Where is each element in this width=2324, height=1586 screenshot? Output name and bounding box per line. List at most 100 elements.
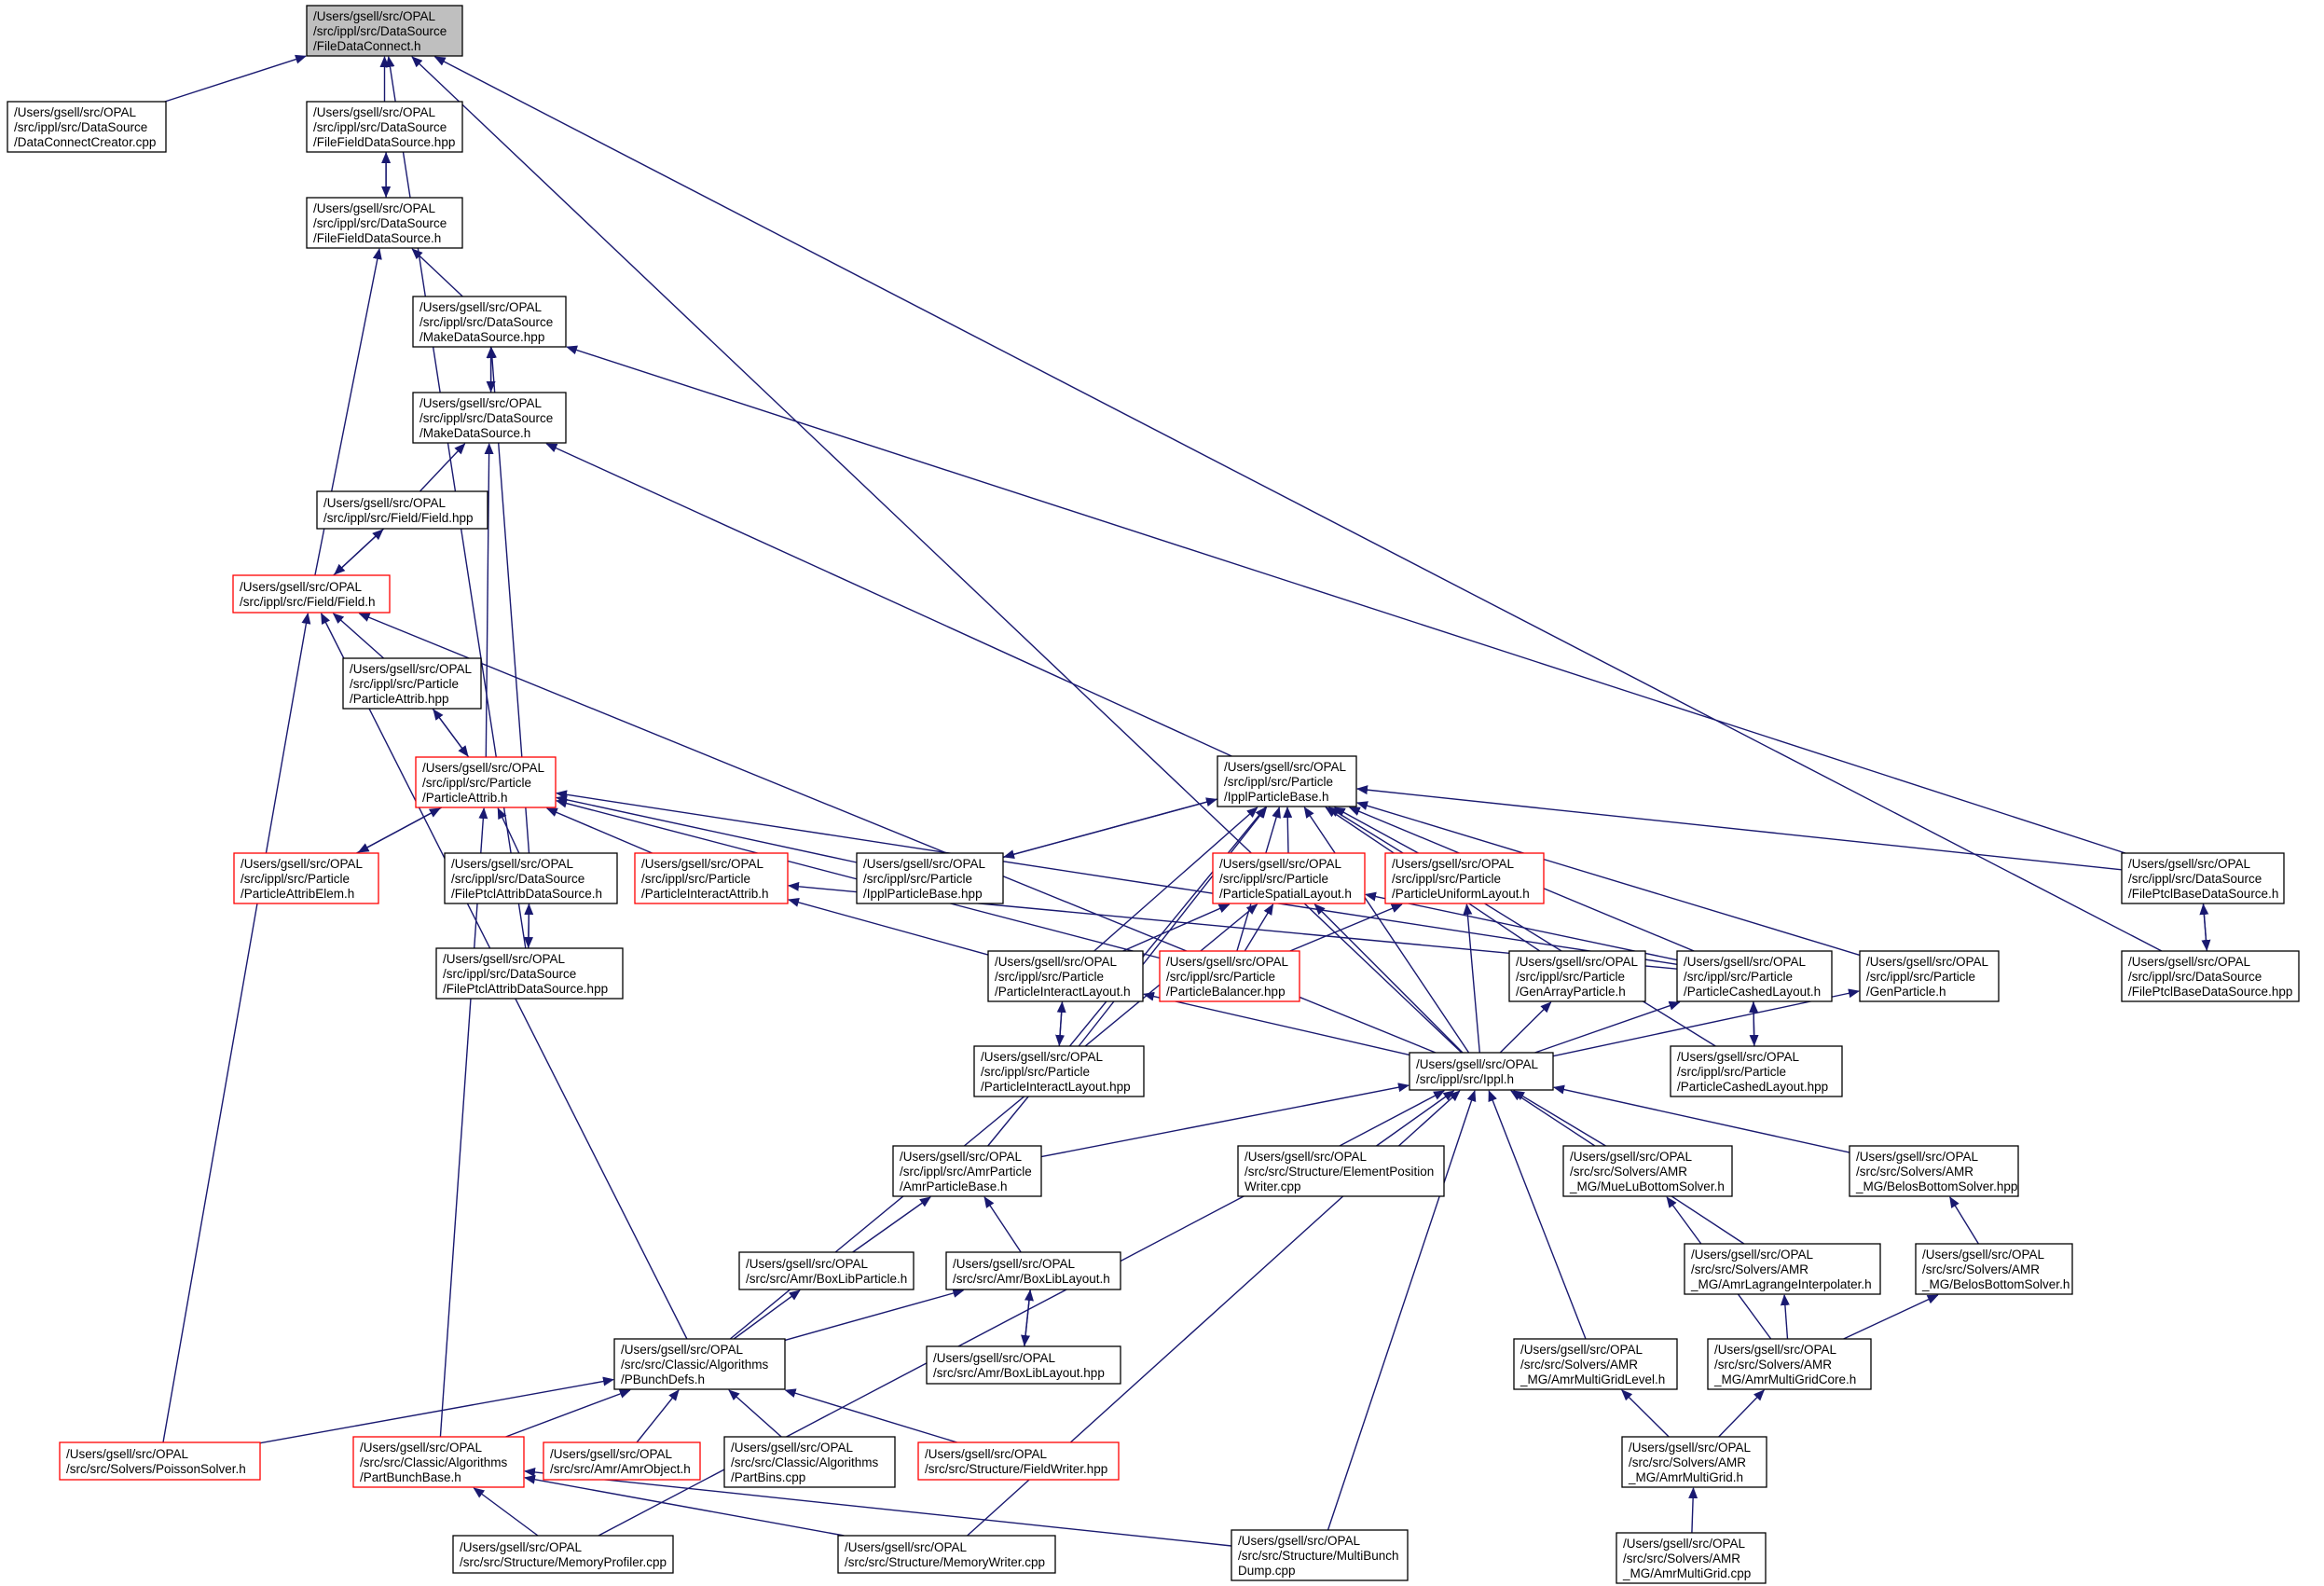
node-label-line: /Users/gsell/src/OPAL (241, 857, 364, 871)
node-label-line: /Users/gsell/src/OPAL (621, 1343, 744, 1357)
node-memory-profiler-cpp[interactable]: /Users/gsell/src/OPAL/src/src/Structure/… (452, 1535, 674, 1574)
edge-data-connect-creator-cpp-to-file-data-connect-h (164, 54, 307, 103)
node-particle-cashed-layout-hpp[interactable]: /Users/gsell/src/OPAL/src/ippl/src/Parti… (1670, 1045, 1843, 1097)
node-amr-object-h[interactable]: /Users/gsell/src/OPAL/src/src/Amr/AmrObj… (543, 1441, 701, 1481)
node-box-lib-layout-h[interactable]: /Users/gsell/src/OPAL/src/src/Amr/BoxLib… (945, 1251, 1121, 1290)
node-label-line: /Users/gsell/src/OPAL (1623, 1537, 1746, 1551)
node-field-writer-hpp[interactable]: /Users/gsell/src/OPAL/src/src/Structure/… (917, 1441, 1120, 1481)
node-multi-bunch-dump-cpp[interactable]: /Users/gsell/src/OPAL/src/src/Structure/… (1231, 1529, 1409, 1581)
node-label-line: /ParticleCashedLayout.h (1684, 985, 1821, 999)
node-ippl-h[interactable]: /Users/gsell/src/OPAL/src/ippl/src/Ippl.… (1409, 1052, 1554, 1091)
node-data-connect-creator-cpp[interactable]: /Users/gsell/src/OPAL/src/ippl/src/DataS… (7, 101, 167, 153)
node-box (613, 1338, 786, 1390)
node-belos-bottom-solver-h[interactable]: /Users/gsell/src/OPAL/src/src/Solvers/AM… (1915, 1243, 2073, 1295)
node-label-line: /IpplParticleBase.hpp (863, 887, 983, 901)
node-label-line: /FilePtclBaseDataSource.h (2128, 887, 2278, 901)
edge-file-ptcl-base-data-source-hpp-to-file-data-connect-h (433, 56, 2163, 952)
node-label-line: /ParticleAttribElem.h (241, 887, 354, 901)
node-amr-lagrange-interpolater-h[interactable]: /Users/gsell/src/OPAL/src/src/Solvers/AM… (1684, 1243, 1881, 1295)
node-file-ptcl-base-data-source-hpp[interactable]: /Users/gsell/src/OPAL/src/ippl/src/DataS… (2121, 950, 2300, 1002)
edge-particle-attrib-hpp-to-field-h (332, 613, 385, 659)
node-file-field-data-source-hpp[interactable]: /Users/gsell/src/OPAL/src/ippl/src/DataS… (306, 101, 463, 153)
node-label-line: /MakeDataSource.hpp (419, 330, 544, 344)
node-label-line: /src/ippl/src/DataSource (313, 120, 447, 134)
node-label-line: /Users/gsell/src/OPAL (1520, 1343, 1643, 1357)
node-mue-lu-bottom-solver-h[interactable]: /Users/gsell/src/OPAL/src/src/Solvers/AM… (1562, 1145, 1733, 1197)
node-ippl-particle-base-h[interactable]: /Users/gsell/src/OPAL/src/ippl/src/Parti… (1217, 755, 1357, 807)
node-make-data-source-hpp[interactable]: /Users/gsell/src/OPAL/src/ippl/src/DataS… (412, 296, 567, 348)
node-particle-interact-layout-h[interactable]: /Users/gsell/src/OPAL/src/ippl/src/Parti… (987, 950, 1144, 1002)
node-amr-particle-base-h[interactable]: /Users/gsell/src/OPAL/src/ippl/src/AmrPa… (892, 1145, 1042, 1197)
node-label-line: /src/ippl/src/Field/Field.h (240, 595, 376, 609)
node-label-line: /src/ippl/src/Particle (1224, 775, 1333, 789)
node-label-line: /GenArrayParticle.h (1516, 985, 1626, 999)
node-particle-uniform-layout-h[interactable]: /Users/gsell/src/OPAL/src/ippl/src/Parti… (1384, 852, 1545, 904)
node-ippl-particle-base-hpp[interactable]: /Users/gsell/src/OPAL/src/ippl/src/Parti… (856, 852, 1004, 904)
node-label-line: /Users/gsell/src/OPAL (863, 857, 986, 871)
node-amr-multi-grid-core-h[interactable]: /Users/gsell/src/OPAL/src/src/Solvers/AM… (1707, 1338, 1872, 1390)
node-file-ptcl-attrib-data-source-hpp[interactable]: /Users/gsell/src/OPAL/src/ippl/src/DataS… (435, 947, 624, 1000)
node-make-data-source-h[interactable]: /Users/gsell/src/OPAL/src/ippl/src/DataS… (412, 392, 567, 444)
node-label-line: /PBunchDefs.h (621, 1372, 705, 1386)
node-label-line: /src/ippl/src/Particle (1166, 970, 1275, 984)
node-box (987, 950, 1144, 1002)
edge-amr-multi-grid-core-h-to-amr-lagrange-interpolater-h (1780, 1294, 1790, 1340)
edge-particle-interact-attrib-h-to-particle-attrib-h (545, 807, 653, 854)
node-label-line: /src/src/Solvers/AMR (1691, 1262, 1808, 1276)
edge-ippl-particle-base-hpp-to-particle-attrib-h (556, 794, 858, 863)
edge-particle-interact-layout-h-to-particle-spatial-layout-h (1122, 903, 1231, 952)
node-label-line: /Users/gsell/src/OPAL (460, 1540, 583, 1554)
node-box (917, 1441, 1120, 1481)
node-element-position-writer-cpp[interactable]: /Users/gsell/src/OPAL/src/src/Structure/… (1237, 1145, 1445, 1197)
edge-memory-profiler-cpp-to-part-bunch-base-h (473, 1487, 539, 1537)
node-gen-array-particle-h[interactable]: /Users/gsell/src/OPAL/src/ippl/src/Parti… (1508, 950, 1646, 1002)
node-part-bins-cpp[interactable]: /Users/gsell/src/OPAL/src/src/Classic/Al… (723, 1436, 896, 1488)
node-box-lib-particle-h[interactable]: /Users/gsell/src/OPAL/src/src/Amr/BoxLib… (738, 1251, 914, 1290)
node-label-line: /PartBunchBase.h (360, 1470, 461, 1484)
node-field-h[interactable]: /Users/gsell/src/OPAL/src/ippl/src/Field… (232, 574, 391, 614)
node-particle-attrib-hpp[interactable]: /Users/gsell/src/OPAL/src/ippl/src/Parti… (342, 657, 482, 710)
edge-particle-balancer-hpp-to-particle-spatial-layout-h (1244, 903, 1274, 952)
node-particle-attrib-elem-h[interactable]: /Users/gsell/src/OPAL/src/ippl/src/Parti… (233, 852, 379, 904)
node-label-line: /FilePtclAttribDataSource.hpp (443, 982, 608, 996)
node-label-line: _MG/AmrLagrangeInterpolater.h (1690, 1277, 1872, 1291)
edge-particle-interact-layout-hpp-to-ippl-particle-base-h (1078, 807, 1268, 1047)
node-box-lib-layout-hpp[interactable]: /Users/gsell/src/OPAL/src/src/Amr/BoxLib… (926, 1345, 1121, 1385)
node-label-line: /src/ippl/src/AmrParticle (900, 1165, 1032, 1179)
node-amr-multi-grid-cpp[interactable]: /Users/gsell/src/OPAL/src/src/Solvers/AM… (1616, 1532, 1767, 1584)
node-label-line: /src/src/Amr/BoxLibParticle.h (746, 1272, 907, 1286)
node-file-ptcl-base-data-source-h[interactable]: /Users/gsell/src/OPAL/src/ippl/src/DataS… (2121, 852, 2285, 904)
node-particle-interact-attrib-h[interactable]: /Users/gsell/src/OPAL/src/ippl/src/Parti… (634, 852, 789, 904)
node-pbunch-defs-h[interactable]: /Users/gsell/src/OPAL/src/src/Classic/Al… (613, 1338, 786, 1390)
node-particle-balancer-hpp[interactable]: /Users/gsell/src/OPAL/src/ippl/src/Parti… (1159, 950, 1300, 1002)
node-amr-multi-grid-h[interactable]: /Users/gsell/src/OPAL/src/src/Solvers/AM… (1621, 1436, 1767, 1488)
node-gen-particle-h[interactable]: /Users/gsell/src/OPAL/src/ippl/src/Parti… (1859, 950, 2000, 1002)
node-label-line: /src/ippl/src/Particle (863, 872, 972, 886)
node-label-line: /FileFieldDataSource.hpp (313, 135, 455, 149)
node-label-line: /Users/gsell/src/OPAL (313, 9, 436, 23)
node-label-line: /Users/gsell/src/OPAL (1691, 1248, 1814, 1262)
node-particle-attrib-h[interactable]: /Users/gsell/src/OPAL/src/ippl/src/Parti… (415, 756, 557, 808)
node-particle-spatial-layout-h[interactable]: /Users/gsell/src/OPAL/src/ippl/src/Parti… (1212, 852, 1366, 904)
node-poisson-solver-h[interactable]: /Users/gsell/src/OPAL/src/src/Solvers/Po… (59, 1441, 261, 1481)
node-memory-writer-cpp[interactable]: /Users/gsell/src/OPAL/src/src/Structure/… (837, 1535, 1056, 1574)
node-box (1849, 1145, 2019, 1197)
node-label-line: /Users/gsell/src/OPAL (1866, 955, 1989, 969)
node-label-line: /ParticleUniformLayout.h (1392, 887, 1530, 901)
node-field-hpp[interactable]: /Users/gsell/src/OPAL/src/ippl/src/Field… (316, 490, 488, 530)
node-part-bunch-base-h[interactable]: /Users/gsell/src/OPAL/src/src/Classic/Al… (352, 1436, 525, 1488)
node-box (352, 1436, 525, 1488)
node-particle-interact-layout-hpp[interactable]: /Users/gsell/src/OPAL/src/ippl/src/Parti… (973, 1045, 1145, 1097)
node-file-data-connect-h[interactable]: /Users/gsell/src/OPAL/src/ippl/src/DataS… (306, 5, 463, 57)
node-label-line: /Users/gsell/src/OPAL (1684, 955, 1807, 969)
node-label-line: /src/src/Classic/Algorithms (731, 1455, 879, 1469)
node-label-line: /Users/gsell/src/OPAL (981, 1050, 1104, 1064)
node-label-line: /Users/gsell/src/OPAL (350, 662, 473, 676)
node-file-field-data-source-h[interactable]: /Users/gsell/src/OPAL/src/ippl/src/DataS… (306, 197, 463, 249)
node-belos-bottom-solver-hpp[interactable]: /Users/gsell/src/OPAL/src/src/Solvers/AM… (1849, 1145, 2019, 1197)
node-file-ptcl-attrib-data-source-h[interactable]: /Users/gsell/src/OPAL/src/ippl/src/DataS… (444, 852, 618, 904)
node-particle-cashed-layout-h[interactable]: /Users/gsell/src/OPAL/src/ippl/src/Parti… (1676, 950, 1833, 1002)
node-label-line: /src/ippl/src/Particle (241, 872, 350, 886)
node-label-line: /Users/gsell/src/OPAL (641, 857, 764, 871)
node-amr-multi-grid-level-h[interactable]: /Users/gsell/src/OPAL/src/src/Solvers/AM… (1513, 1338, 1678, 1390)
